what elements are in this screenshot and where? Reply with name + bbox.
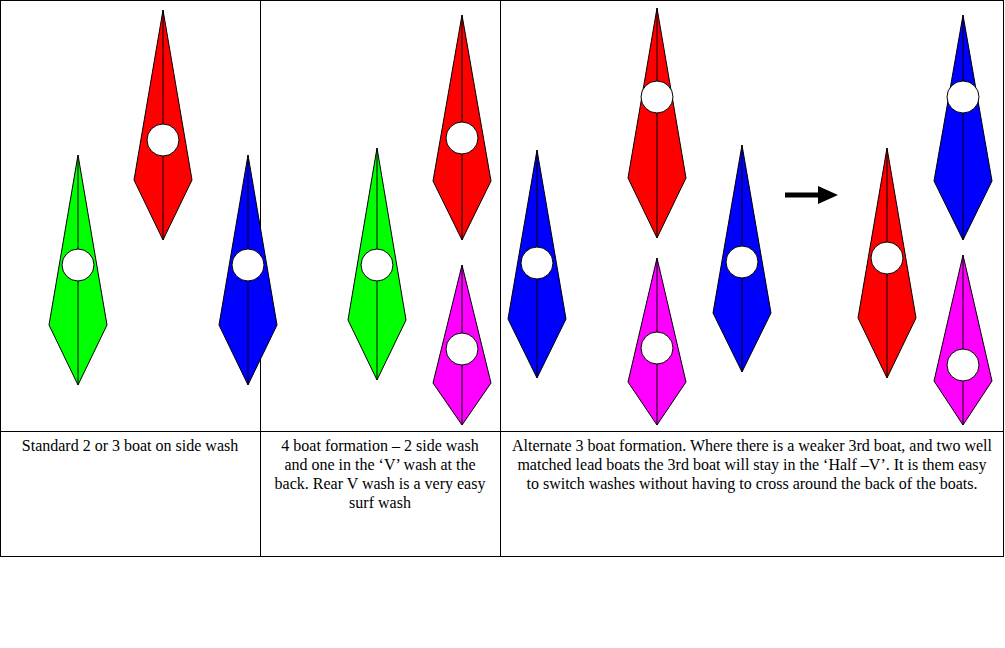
kayak: [713, 145, 771, 372]
kayak: [628, 8, 686, 238]
table-cell-caption: Standard 2 or 3 boat on side wash: [10, 436, 250, 455]
kayak: [433, 15, 491, 240]
table-cell-caption: Alternate 3 boat formation. Where there …: [510, 436, 994, 493]
kayak: [348, 148, 406, 380]
kayak: [219, 155, 277, 385]
kayak: [934, 15, 992, 240]
kayak: [858, 148, 916, 378]
kayak: [628, 258, 686, 425]
table-cell-caption: 4 boat formation – 2 side wash and one i…: [270, 436, 490, 512]
kayak: [134, 10, 192, 240]
kayak: [508, 150, 566, 378]
table-grid: [1, 1, 1004, 557]
kayak: [934, 255, 992, 425]
kayak: [433, 265, 491, 425]
kayak: [49, 155, 107, 385]
transition-arrow: [785, 186, 838, 204]
